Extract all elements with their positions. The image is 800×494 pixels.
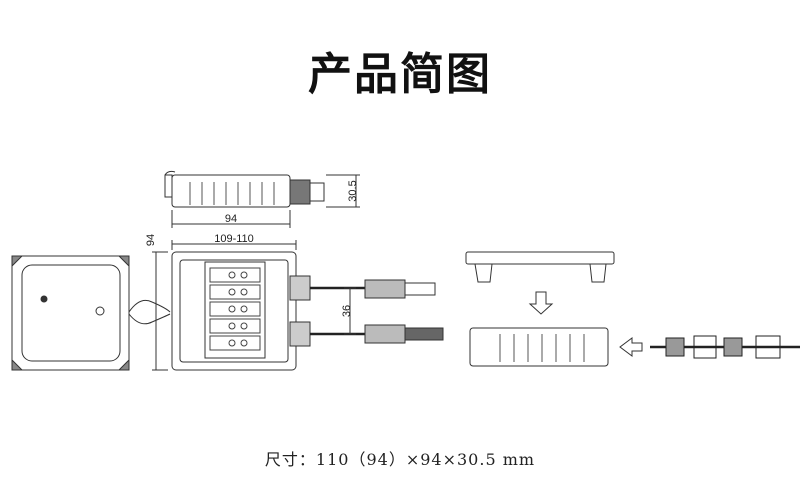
side-view-top xyxy=(164,170,360,228)
dim-height-top: 30.5 xyxy=(347,180,359,201)
dim-spacing: 36 xyxy=(341,305,353,317)
dim-height-main: 94 xyxy=(145,234,157,246)
dim-width-main: 109-110 xyxy=(214,233,254,245)
exploded-view xyxy=(465,251,800,367)
left-arrow-icon xyxy=(619,337,643,357)
page-title: 产品简图 xyxy=(308,49,492,100)
down-arrow-icon xyxy=(528,291,554,315)
junction-box-main xyxy=(152,240,444,371)
dimensions-caption: 尺寸：110（94）×94×30.5 mm xyxy=(264,450,536,469)
lid-view xyxy=(11,255,171,371)
dim-width-top: 94 xyxy=(225,213,237,225)
